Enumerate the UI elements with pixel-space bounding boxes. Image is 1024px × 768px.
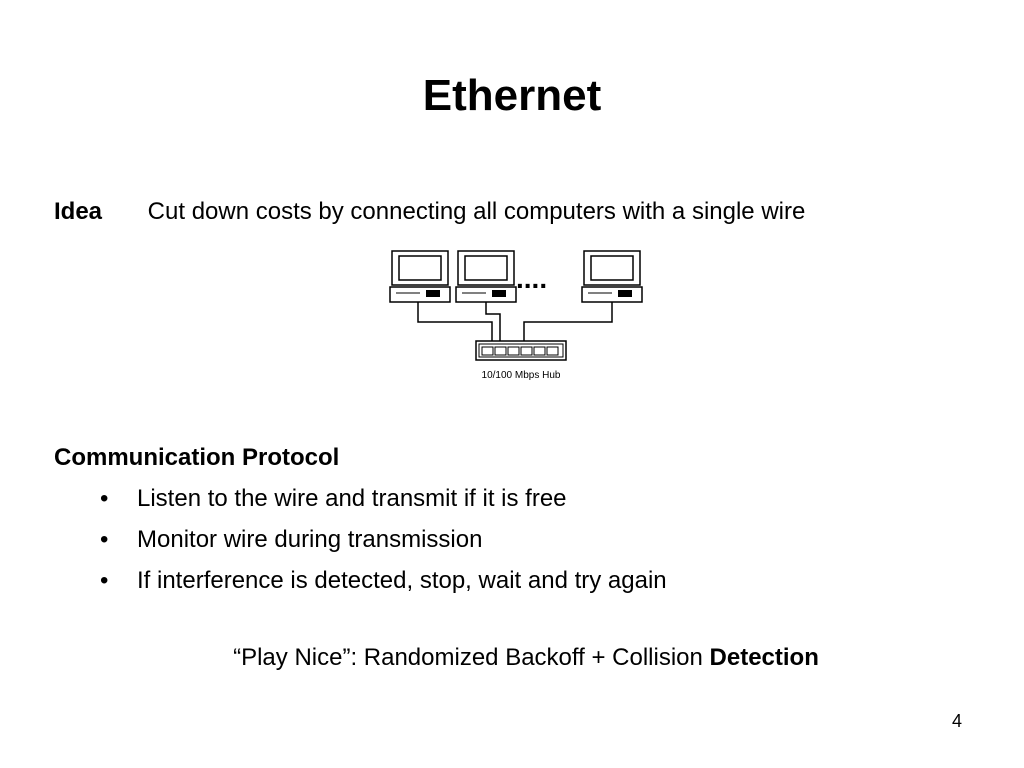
network-diagram: .... 10/100 Mbps Hub [389, 250, 643, 381]
bullet-icon: • [100, 485, 109, 512]
page-number: 4 [951, 711, 962, 731]
protocol-bullet-list: • Listen to the wire and transmit if it i… [100, 484, 667, 607]
protocol-heading: Communication Protocol [54, 444, 340, 471]
computer-icon [389, 250, 451, 303]
tagline: “Play Nice”: Randomized Backoff + Collis… [0, 643, 1024, 673]
list-item: • If interference is detected, stop, wait… [100, 566, 667, 607]
idea-row: Idea Cut down costs by connecting all co… [54, 197, 805, 227]
idea-term: Idea [54, 198, 103, 225]
idea-text: Cut down costs by connecting all compute… [147, 198, 806, 225]
list-item: • Listen to the wire and transmit if it i… [100, 484, 667, 525]
bullet-text: If interference is detected, stop, wait … [137, 567, 667, 594]
tagline-emphasis: Detection [709, 644, 819, 671]
slide-title: Ethernet [422, 71, 602, 120]
list-item: • Monitor wire during transmission [100, 525, 667, 566]
tagline-prefix: “Play Nice”: Randomized Backoff + Collis… [233, 644, 710, 671]
hub-icon [475, 340, 567, 361]
bullet-text: Listen to the wire and transmit if it is… [137, 485, 567, 512]
bullet-icon: • [100, 526, 109, 553]
diagram-ellipsis: .... [516, 263, 547, 294]
bullet-text: Monitor wire during transmission [137, 526, 483, 553]
network-cables [417, 302, 613, 341]
bullet-icon: • [100, 567, 109, 594]
computer-icon [455, 250, 517, 303]
hub-label: 10/100 Mbps Hub [482, 370, 561, 381]
computer-icon [581, 250, 643, 303]
